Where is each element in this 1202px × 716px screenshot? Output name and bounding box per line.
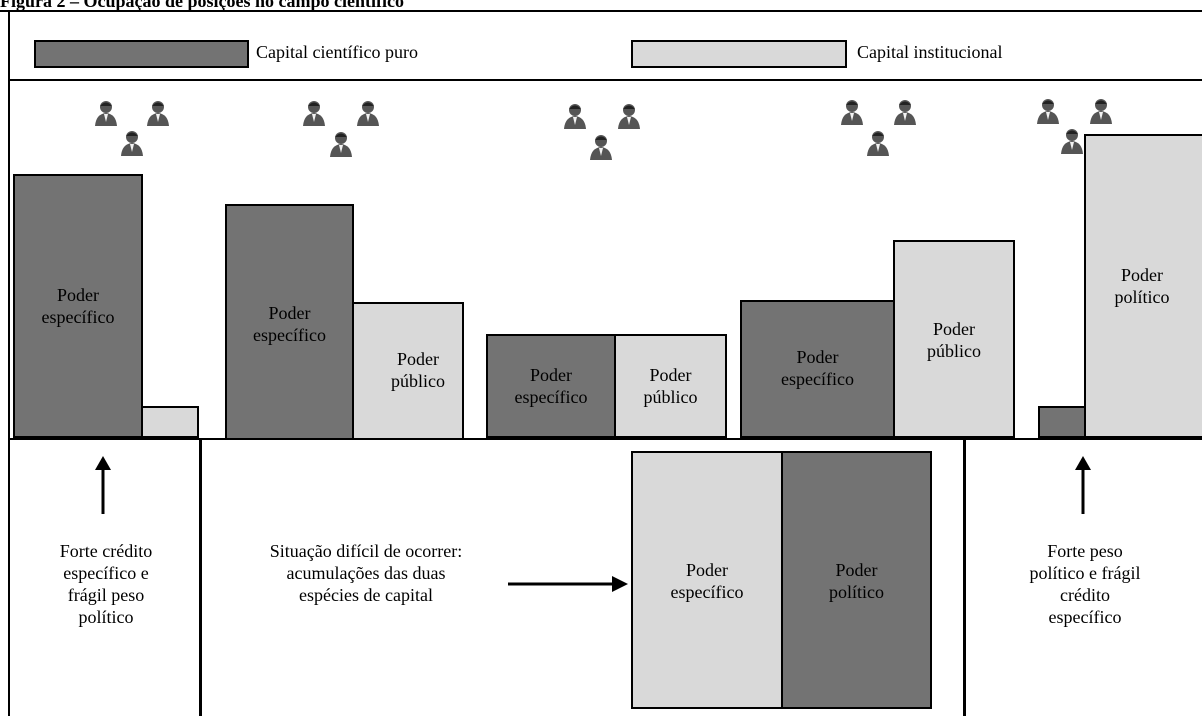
group2-specific-power-label: Poder específico — [253, 303, 326, 345]
arrow-up-icon — [95, 456, 111, 514]
person-icon — [303, 101, 325, 126]
person-icon — [1037, 99, 1059, 124]
arrow-up-icon — [1075, 456, 1091, 514]
group1-specific-power-label: Poder específico — [41, 285, 115, 327]
person-icon — [590, 135, 612, 160]
group5-political-power-bar: Poder político — [1084, 134, 1202, 438]
legend-light-swatch — [631, 40, 847, 68]
legend-light-label: Capital institucional — [857, 42, 1003, 62]
top-border — [0, 10, 1202, 12]
group1-specific-power-bar: Poder específico — [13, 174, 143, 438]
person-icon — [841, 100, 863, 125]
bottom-specific-power-label: Poder específico — [670, 560, 744, 602]
group4-specific-power-bar: Poder específico — [740, 300, 895, 438]
figure-caption: Figura 2 – Ocupação de posições no campo… — [0, 0, 404, 11]
group2-public-power-label: Poder público — [391, 349, 445, 391]
person-icon — [121, 131, 143, 156]
group4-public-power-label: Poder público — [927, 319, 981, 361]
bottom-left-text: Forte crédito específico e frágil peso p… — [59, 541, 153, 627]
bottom-right-text: Forte peso político e frágil crédito esp… — [1029, 541, 1141, 627]
group3-public-power-bar: Poder público — [614, 334, 727, 438]
person-icon — [357, 101, 379, 126]
person-icon — [147, 101, 169, 126]
person-icon — [564, 104, 586, 129]
person-icon — [1061, 129, 1083, 154]
bottom-political-power-label: Poder político — [829, 560, 884, 602]
legend-dark-label: Capital científico puro — [256, 42, 418, 62]
group1-public-power-bar — [141, 406, 199, 438]
group3-specific-power-bar: Poder específico — [486, 334, 616, 438]
group2-specific-power-bar: Poder específico — [225, 204, 354, 440]
legend-dark-swatch — [34, 40, 249, 68]
group3-specific-power-label: Poder específico — [514, 365, 588, 407]
person-icon — [618, 104, 640, 129]
bottom-specific-power-box: Poder específico — [631, 451, 783, 709]
person-icon — [1090, 99, 1112, 124]
legend-divider — [8, 79, 1202, 81]
person-icon — [867, 131, 889, 156]
divider-left — [199, 440, 202, 716]
person-icon — [894, 100, 916, 125]
divider-right — [963, 440, 966, 716]
baseline — [8, 438, 1202, 440]
group5-political-power-label: Poder político — [1114, 265, 1170, 307]
group5-specific-power-bar — [1038, 406, 1086, 438]
person-icon — [330, 132, 352, 157]
left-border — [8, 10, 10, 716]
group4-specific-power-label: Poder específico — [781, 347, 854, 389]
bottom-political-power-box: Poder político — [781, 451, 932, 709]
group3-public-power-label: Poder público — [643, 365, 698, 407]
person-icon — [95, 101, 117, 126]
group2-public-power-bar: Poder público — [352, 302, 464, 440]
bottom-middle-text: Situação difícil de ocorrer: acumulações… — [269, 541, 463, 605]
arrow-right-icon — [508, 576, 628, 592]
group4-public-power-bar: Poder público — [893, 240, 1015, 438]
